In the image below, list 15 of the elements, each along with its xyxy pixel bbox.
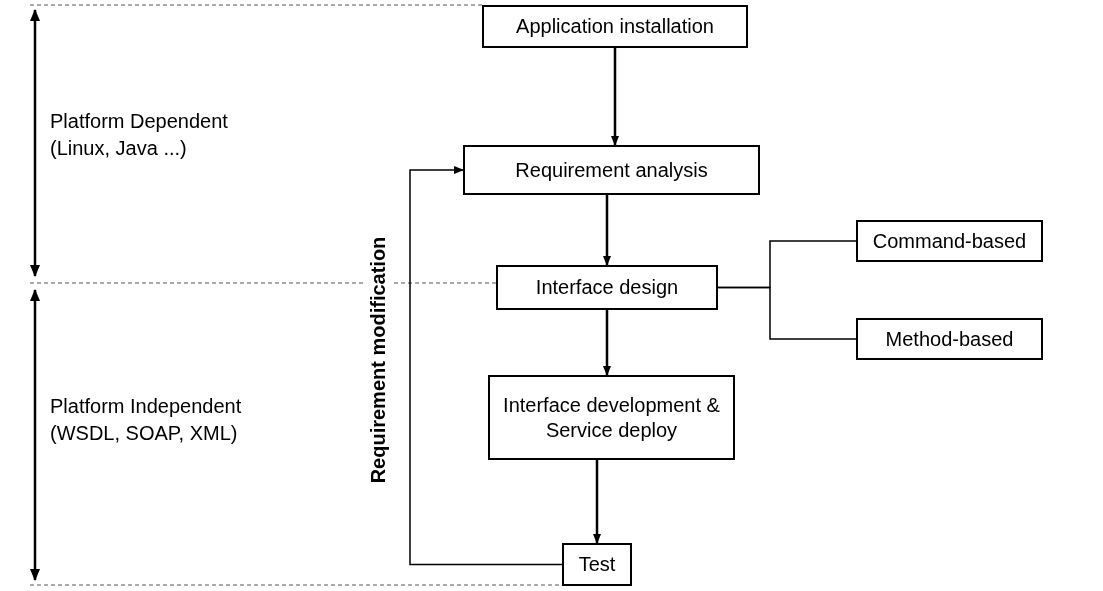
- process-box: Test: [562, 543, 632, 586]
- arrow: [409, 166, 563, 566]
- process-box: Interface design: [496, 265, 718, 310]
- connector-line: [717, 286, 857, 340]
- arrow: [593, 460, 601, 544]
- process-box: Command-based: [856, 220, 1043, 262]
- process-box: Application installation: [482, 5, 748, 48]
- arrow: [611, 48, 619, 146]
- arrow: [603, 310, 611, 376]
- process-box: Requirement analysis: [463, 145, 760, 195]
- arrow: [603, 195, 611, 266]
- note-text: Platform Dependent (Linux, Java ...): [50, 109, 229, 161]
- process-box: Interface development & Service deploy: [488, 375, 735, 460]
- note-text: Platform Independent (WSDL, SOAP, XML): [50, 394, 243, 446]
- process-box: Method-based: [856, 318, 1043, 360]
